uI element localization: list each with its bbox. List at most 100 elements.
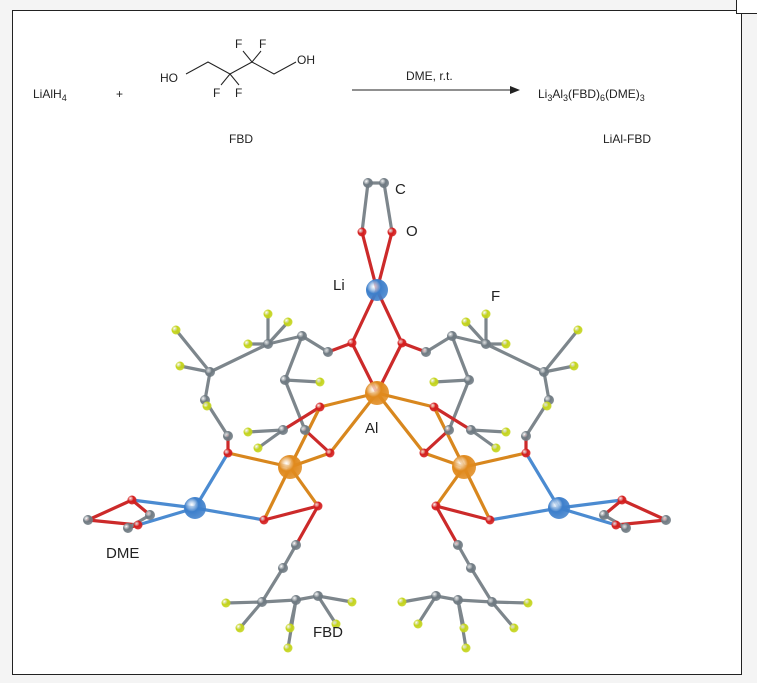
oxygen-atom — [431, 501, 441, 511]
carbon-atom — [379, 178, 389, 188]
chemical-bond — [193, 506, 266, 522]
diol-f-label: F — [235, 37, 242, 51]
chemical-bond — [300, 334, 330, 354]
carbon-atom — [661, 515, 671, 525]
fluorine-atom — [243, 427, 253, 437]
oxygen-atom — [617, 495, 627, 505]
chemical-bond — [303, 428, 332, 455]
carbon-atom — [599, 510, 609, 520]
diol-bond-f1 — [220, 73, 231, 86]
fluorine-atom — [523, 598, 533, 608]
oxygen-atom — [259, 515, 269, 525]
fluorine-atom — [413, 619, 423, 629]
chemical-bond — [238, 600, 264, 630]
carbon-atom — [291, 595, 301, 605]
chemical-bond — [328, 391, 379, 455]
oxygen-atom — [611, 520, 621, 530]
diol-ho-label: HO — [160, 71, 178, 85]
labels-layer: C O Li F Al DME FBD — [106, 181, 500, 641]
oxygen-atom — [313, 501, 323, 511]
carbon-atom — [123, 523, 133, 533]
chemical-bond — [447, 378, 471, 432]
diol-f-label: F — [259, 37, 266, 51]
label-fbd: FBD — [313, 624, 343, 641]
chemical-bond — [283, 378, 322, 384]
carbon-atom — [444, 425, 454, 435]
fluorine-atom — [461, 643, 471, 653]
fluorine-atom — [243, 339, 253, 349]
chemical-bond — [542, 364, 576, 374]
carbon-atom — [621, 523, 631, 533]
fluorine-atom — [221, 598, 231, 608]
fluorine-atom — [569, 361, 579, 371]
aluminum-atom — [365, 381, 389, 405]
fluorine-atom — [331, 619, 341, 629]
oxygen-atom — [429, 402, 439, 412]
chemical-bond — [283, 334, 304, 382]
chemical-bond — [281, 405, 322, 432]
fluorine-atom — [501, 427, 511, 437]
atoms-layer — [83, 178, 671, 653]
carbon-atom — [205, 367, 215, 377]
aluminum-atom — [452, 455, 476, 479]
carbon-atom — [323, 347, 333, 357]
chemical-bond — [542, 328, 580, 374]
carbon-atom — [145, 510, 155, 520]
chemical-bond — [260, 566, 285, 604]
diol-bond-f4 — [251, 50, 262, 63]
carbon-atom — [300, 425, 310, 435]
figure-frame — [12, 10, 742, 675]
carbon-atom — [539, 367, 549, 377]
chemical-bond — [316, 594, 354, 604]
oxygen-atom — [419, 448, 429, 458]
carbon-atom — [223, 431, 233, 441]
chemical-bond — [434, 504, 460, 547]
fluorine-atom — [397, 597, 407, 607]
oxygen-atom — [485, 515, 495, 525]
oxygen-atom — [325, 448, 335, 458]
fluorine-atom — [285, 623, 295, 633]
chemical-bond — [294, 504, 320, 547]
chemical-bond — [488, 506, 561, 522]
chemical-bond — [260, 598, 298, 604]
carbon-atom — [291, 540, 301, 550]
chemical-bond — [490, 600, 530, 605]
lithium-atom — [366, 279, 388, 301]
corner-mark — [736, 0, 757, 14]
chemical-bond — [208, 342, 270, 374]
carbon-atom — [313, 591, 323, 601]
reactant-lialh4: LiAlH4 — [33, 87, 67, 103]
diol-bond-f3 — [242, 50, 253, 63]
fluorine-atom — [283, 643, 293, 653]
chemical-bond — [456, 598, 494, 604]
carbon-atom — [431, 591, 441, 601]
oxygen-atom — [133, 520, 143, 530]
bonds-layer — [86, 181, 668, 650]
carbon-atom — [466, 425, 476, 435]
diol-f-label: F — [235, 86, 242, 100]
fluorine-atom — [263, 309, 273, 319]
diol-backbone — [185, 61, 297, 75]
plus-sign: + — [116, 87, 123, 101]
chemical-bond — [283, 378, 307, 432]
chemical-bond — [434, 504, 492, 522]
chemical-bond — [450, 334, 471, 382]
carbon-atom — [297, 331, 307, 341]
lithium-atom — [548, 497, 570, 519]
diol-f-label: F — [213, 86, 220, 100]
fluorine-atom — [175, 361, 185, 371]
oxygen-atom — [315, 402, 325, 412]
carbon-atom — [464, 375, 474, 385]
chemical-bond — [620, 498, 668, 522]
oxygen-atom — [347, 338, 357, 348]
chemical-bond — [484, 342, 546, 374]
chemical-bond — [490, 600, 516, 630]
fluorine-atom — [253, 443, 263, 453]
fluorine-atom — [315, 377, 325, 387]
label-lithium: Li — [333, 277, 345, 294]
chemical-bond — [400, 594, 438, 604]
carbon-atom — [278, 425, 288, 435]
carbon-atom — [453, 595, 463, 605]
fluorine-atom — [481, 309, 491, 319]
